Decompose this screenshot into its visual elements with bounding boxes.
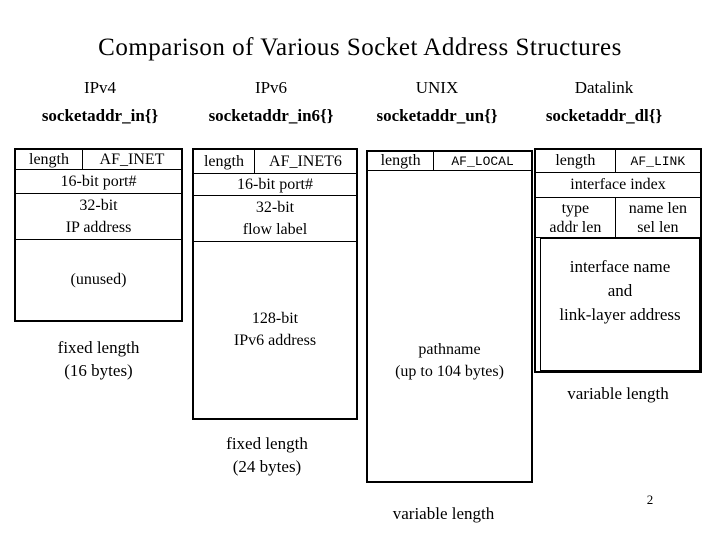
column-header-datalink: Datalink: [574, 78, 634, 97]
ipv6-address-line2: IPv6 address: [233, 332, 317, 349]
struct-name-ipv6: socketaddr_in6{}: [208, 106, 334, 125]
datalink-name-address-box: interface name and link-layer address: [540, 238, 700, 371]
datalink-addrlen-cell: addr len: [549, 218, 602, 236]
ipv6-size-line1: fixed length: [226, 434, 308, 453]
unix-size-label: variable length: [392, 504, 495, 523]
ipv6-size-line2: (24 bytes): [232, 457, 302, 476]
ipv6-address-line1: 128-bit: [251, 310, 299, 327]
ipv4-family-cell: AF_INET: [99, 150, 165, 168]
page-title: Comparison of Various Socket Address Str…: [98, 34, 622, 61]
ipv6-flowlabel-row: 32-bit flow label: [194, 196, 356, 242]
datalink-lens-left-col: type addr len: [536, 198, 616, 237]
page-number: 2: [646, 492, 654, 507]
datalink-family-cell: AF_LINK: [630, 153, 686, 169]
column-header-ipv4: IPv4: [83, 78, 117, 97]
ipv4-address-line2: IP address: [65, 218, 132, 236]
datalink-length-family-row: length AF_LINK: [536, 150, 700, 173]
datalink-lens-row: type addr len name len sel len: [536, 198, 700, 238]
datalink-lens-right-col: name len sel len: [616, 198, 700, 237]
datalink-name-line2: and: [607, 281, 633, 300]
ipv6-address-area: 128-bit IPv6 address: [194, 242, 356, 418]
datalink-name-line3: link-layer address: [559, 305, 681, 324]
unix-length-family-row: length AF_LOCAL: [368, 152, 531, 171]
datalink-struct-box: length AF_LINK interface index type addr…: [534, 148, 702, 373]
ipv4-length-family-row: length AF_INET: [16, 150, 181, 170]
ipv6-length-family-row: length AF_INET6: [194, 150, 356, 174]
unix-pathname-line2: (up to 104 bytes): [395, 363, 504, 380]
ipv4-address-row: 32-bit IP address: [16, 194, 181, 240]
unix-pathname-line1: pathname: [418, 341, 481, 358]
ipv6-port-row: 16-bit port#: [194, 174, 356, 196]
ipv4-struct-box: length AF_INET 16-bit port# 32-bit IP ad…: [14, 148, 183, 322]
unix-length-cell: length: [368, 152, 435, 170]
unix-family-cell: AF_LOCAL: [451, 153, 514, 169]
struct-name-ipv4: socketaddr_in{}: [41, 106, 159, 125]
ipv4-unused-area: (unused): [16, 240, 181, 320]
datalink-type-cell: type: [561, 199, 590, 217]
ipv4-size-line1: fixed length: [57, 338, 140, 357]
datalink-name-line1: interface name: [569, 257, 671, 276]
unix-pathname-area: pathname (up to 104 bytes): [368, 171, 531, 481]
ipv6-length-cell: length: [194, 150, 255, 173]
ipv6-flow-line1: 32-bit: [255, 198, 295, 216]
struct-name-datalink: socketaddr_dl{}: [545, 106, 663, 125]
datalink-size-label: variable length: [567, 384, 669, 403]
ipv4-size-line2: (16 bytes): [64, 361, 133, 380]
column-header-unix: UNIX: [415, 78, 459, 97]
datalink-ifindex-row: interface index: [536, 173, 700, 198]
ipv6-struct-box: length AF_INET6 16-bit port# 32-bit flow…: [192, 148, 358, 420]
ipv4-length-cell: length: [16, 150, 83, 169]
ipv6-family-cell: AF_INET6: [269, 152, 342, 170]
datalink-namelen-cell: name len: [628, 199, 687, 217]
ipv4-unused-label: (unused): [70, 271, 127, 288]
unix-struct-box: length AF_LOCAL pathname (up to 104 byte…: [366, 150, 533, 483]
column-header-ipv6: IPv6: [254, 78, 288, 97]
ipv4-port-row: 16-bit port#: [16, 170, 181, 194]
ipv6-size-label: fixed length (24 bytes): [192, 432, 342, 478]
datalink-sellen-cell: sel len: [637, 218, 679, 236]
ipv6-flow-line2: flow label: [242, 220, 308, 238]
ipv4-address-line1: 32-bit: [79, 196, 118, 214]
struct-name-unix: socketaddr_un{}: [376, 106, 498, 125]
datalink-length-cell: length: [536, 150, 616, 172]
ipv4-size-label: fixed length (16 bytes): [14, 336, 183, 382]
